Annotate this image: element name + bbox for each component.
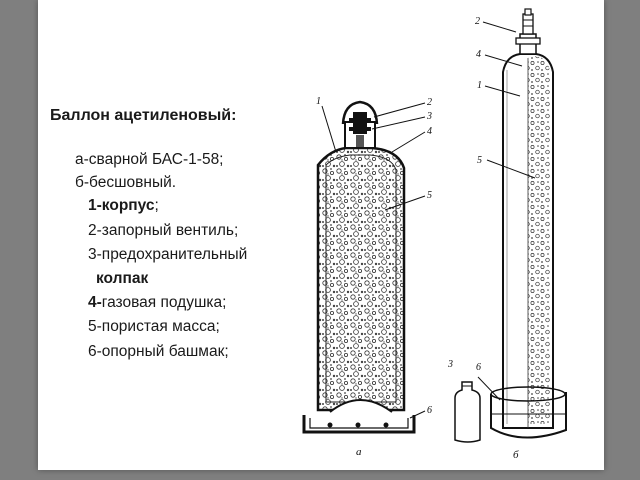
part-line-5: 5-пористая масса; — [88, 318, 220, 336]
part-end-1: ; — [154, 197, 159, 214]
slide-title: Баллон ацетиленовый: — [50, 107, 237, 124]
part-num-6: 6- — [88, 343, 102, 360]
label-b-5: 5 — [477, 155, 482, 166]
label-a-1: 1 — [316, 96, 321, 107]
cylinder-a — [302, 100, 416, 434]
part-name-1: корпус — [101, 197, 155, 214]
part-num-2: 2- — [88, 222, 102, 239]
part-name-2: запорный вентиль — [101, 222, 234, 239]
part-line-1: 1-корпус; — [88, 197, 159, 215]
caption-b: б — [513, 449, 519, 461]
cylinder-b — [454, 8, 567, 443]
part-num-4: 4- — [88, 294, 102, 311]
label-a-4: 4 — [427, 126, 432, 137]
part-num-5: 5- — [88, 318, 102, 335]
part-end-4: ; — [222, 294, 227, 311]
part-end-5: ; — [215, 318, 220, 335]
part-name-6: опорный башмак — [101, 343, 225, 360]
leaders-b — [477, 21, 536, 401]
part-name-4: газовая подушка — [101, 294, 223, 311]
part-end-2: ; — [233, 222, 239, 239]
variant-welded: а-сварной БАС-1-58; — [75, 151, 224, 168]
variant-seamless: б-бесшовный. — [75, 174, 177, 191]
part-line-3: 3-предохранительный — [88, 246, 247, 264]
label-b-6: 6 — [476, 362, 481, 373]
part-num-3: 3- — [88, 246, 102, 263]
label-a-2: 2 — [427, 97, 432, 108]
part-name-3: предохранительный — [101, 246, 248, 263]
label-a-3: 3 — [426, 111, 432, 122]
label-a-5: 5 — [427, 190, 432, 201]
part-name-5: пористая масса — [101, 318, 216, 335]
label-a-6: 6 — [427, 405, 432, 416]
leaders-a — [321, 102, 426, 419]
part-line-6: 6-опорный башмак; — [88, 343, 229, 361]
part-num-1: 1- — [88, 197, 102, 214]
part-line-4: 4-газовая подушка; — [88, 294, 226, 312]
part-line-2: 2-запорный вентиль; — [88, 222, 238, 240]
caption-a: а — [356, 446, 362, 458]
label-b-1: 1 — [477, 80, 482, 91]
label-b-3: 3 — [447, 359, 453, 370]
part-name-3b: колпак — [96, 270, 149, 287]
part-line-3b: колпак — [96, 270, 148, 288]
part-end-6: ; — [224, 343, 229, 360]
label-b-4: 4 — [476, 49, 481, 60]
label-b-2: 2 — [475, 16, 480, 27]
